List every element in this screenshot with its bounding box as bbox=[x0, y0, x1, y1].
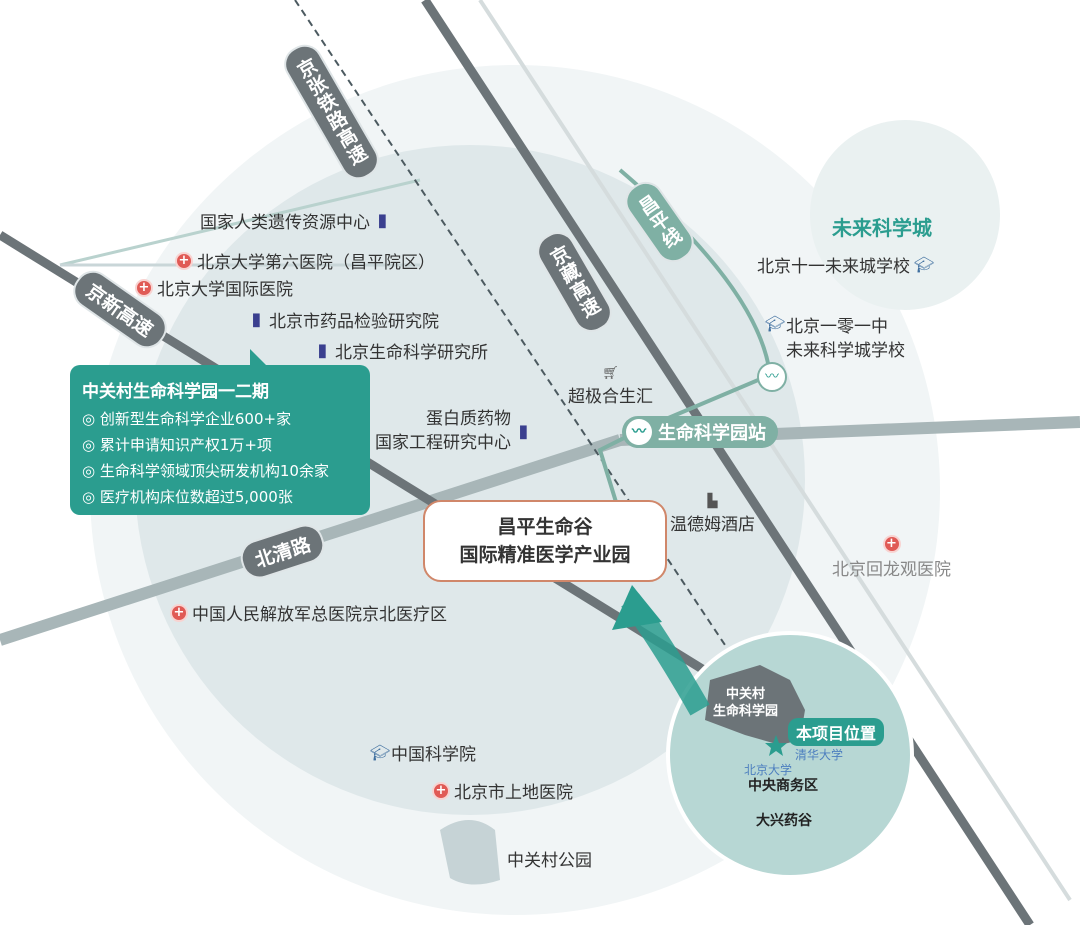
poi-school11[interactable]: 北京十一未来城学校🎓︎ bbox=[757, 252, 935, 277]
poi-label: 温德姆酒店 bbox=[670, 515, 755, 535]
info-item: ◎ 医疗机构床位数超过5,000张 bbox=[82, 484, 358, 510]
hospital-icon: + bbox=[175, 251, 193, 270]
poi-label: 北京一零一中 bbox=[786, 317, 888, 337]
poi-chaoji[interactable]: 🛒︎ 超极合生汇 bbox=[568, 365, 653, 407]
info-box: 中关村生命科学园一二期 ◎ 创新型生命科学企业600+家 ◎ 累计申请知识产权1… bbox=[70, 349, 370, 515]
subway-icon: 〰 bbox=[757, 362, 787, 392]
info-text: 创新型生命科学企业600+家 bbox=[99, 410, 292, 428]
inset-text: 生命科学园 bbox=[713, 704, 779, 719]
poi-shangdi[interactable]: +北京市上地医院 bbox=[432, 778, 573, 803]
poi-label: 北京生命科学研究所 bbox=[335, 343, 488, 363]
inset-pku: 北京大学 bbox=[744, 763, 793, 777]
lab-icon: ▮ bbox=[518, 420, 529, 442]
graduation-cap-icon: 🎓︎ bbox=[370, 743, 391, 762]
subway-icon: 〰 bbox=[626, 419, 652, 445]
info-text: 累计申请知识产权1万+项 bbox=[99, 436, 272, 454]
info-item: ◎ 累计申请知识产权1万+项 bbox=[82, 432, 358, 458]
poi-label: 未来科学城学校 bbox=[786, 341, 905, 361]
hospital-icon: + bbox=[882, 535, 901, 553]
park-shape bbox=[440, 820, 500, 885]
info-title: 中关村生命科学园一二期 bbox=[82, 382, 269, 402]
future-city-label: 未来科学城 bbox=[832, 216, 932, 240]
inset-daxing: 大兴药谷 bbox=[756, 813, 812, 829]
poi-drug-inst[interactable]: ▮ 北京市药品检验研究院 bbox=[248, 307, 439, 333]
graduation-cap-icon: 🎓︎ bbox=[914, 255, 935, 274]
hospital-icon: + bbox=[135, 278, 153, 297]
poi-cas[interactable]: 🎓︎中国科学院 bbox=[370, 740, 476, 765]
poi-bj101[interactable]: 🎓︎北京一零一中未来科学城学校 bbox=[765, 315, 905, 363]
star-icon bbox=[765, 735, 787, 756]
poi-label: 蛋白质药物 bbox=[426, 409, 511, 429]
bullet-icon: ◎ bbox=[82, 488, 96, 506]
lab-icon: ▮ bbox=[317, 340, 328, 361]
poi-pku6[interactable]: +北京大学第六医院（昌平院区） bbox=[175, 248, 435, 273]
poi-pku-intl[interactable]: +北京大学国际医院 bbox=[135, 275, 293, 300]
poi-label: 中国人民解放军总医院京北医疗区 bbox=[192, 605, 447, 625]
station-label: 生命科学园站 bbox=[658, 423, 766, 444]
poi-pla[interactable]: +中国人民解放军总医院京北医疗区 bbox=[170, 600, 447, 625]
info-item: ◎ 生命科学领域顶尖研发机构10余家 bbox=[82, 458, 358, 484]
inset-text: 中关村 bbox=[726, 687, 766, 702]
light-road bbox=[59, 178, 421, 267]
poi-label: 北京市上地医院 bbox=[454, 783, 573, 803]
project-name-1: 昌平生命谷 bbox=[497, 516, 593, 538]
station-life-science-park[interactable]: 〰生命科学园站 bbox=[622, 416, 778, 448]
lab-icon: ▮ bbox=[251, 309, 262, 330]
poi-genetic-center[interactable]: 国家人类遗传资源中心 ▮ bbox=[200, 208, 391, 234]
poi-label: 国家人类遗传资源中心 bbox=[200, 213, 370, 233]
poi-huilongguan[interactable]: + 北京回龙观医院 bbox=[832, 535, 951, 580]
poi-label: 北京回龙观医院 bbox=[832, 560, 951, 580]
cart-icon: 🛒︎ bbox=[602, 366, 619, 381]
hospital-icon: + bbox=[170, 603, 188, 622]
inset-cbd: 中央商务区 bbox=[748, 778, 818, 794]
poi-label: 北京大学国际医院 bbox=[157, 280, 293, 300]
lab-icon: ▮ bbox=[377, 210, 388, 231]
poi-label: 北京十一未来城学校 bbox=[757, 257, 910, 277]
poi-label: 中国科学院 bbox=[391, 745, 476, 765]
poi-label: 北京市药品检验研究院 bbox=[269, 312, 439, 332]
zgc-district bbox=[705, 665, 805, 745]
project-label[interactable]: 昌平生命谷 国际精准医学产业园 bbox=[423, 500, 667, 582]
bullet-icon: ◎ bbox=[82, 462, 96, 480]
graduation-cap-icon: 🎓︎ bbox=[765, 314, 786, 333]
info-item: ◎ 创新型生命科学企业600+家 bbox=[82, 406, 358, 432]
hotel-icon: ▙ bbox=[707, 494, 718, 509]
bullet-icon: ◎ bbox=[82, 410, 96, 428]
poi-wyndham[interactable]: ▙ 温德姆酒店 bbox=[670, 493, 755, 535]
poi-protein[interactable]: 蛋白质药物国家工程研究中心 ▮ bbox=[375, 407, 532, 455]
project-name-2: 国际精准医学产业园 bbox=[459, 544, 631, 566]
inset-tsinghua: 清华大学 bbox=[795, 748, 844, 762]
project-location-badge: 本项目位置 bbox=[788, 718, 885, 746]
light-road bbox=[478, 0, 1072, 902]
info-text: 生命科学领域顶尖研发机构10余家 bbox=[99, 462, 329, 480]
poi-nibs[interactable]: ▮ 北京生命科学研究所 bbox=[314, 338, 488, 364]
poi-label: 超极合生汇 bbox=[568, 387, 653, 407]
poi-label: 北京大学第六医院（昌平院区） bbox=[197, 253, 435, 273]
arrow-head bbox=[612, 585, 662, 630]
poi-zgc-park[interactable]: 中关村公园 bbox=[507, 851, 592, 871]
future-city-zone bbox=[810, 120, 1000, 310]
jingzang-expressway bbox=[421, 0, 1034, 925]
hospital-icon: + bbox=[432, 781, 450, 800]
info-text: 医疗机构床位数超过5,000张 bbox=[99, 488, 293, 506]
inset-zgc-label: 中关村生命科学园 bbox=[713, 686, 778, 720]
inset-map bbox=[666, 631, 914, 879]
inner-ring bbox=[135, 145, 805, 815]
poi-label: 国家工程研究中心 bbox=[375, 433, 511, 453]
bullet-icon: ◎ bbox=[82, 436, 96, 454]
